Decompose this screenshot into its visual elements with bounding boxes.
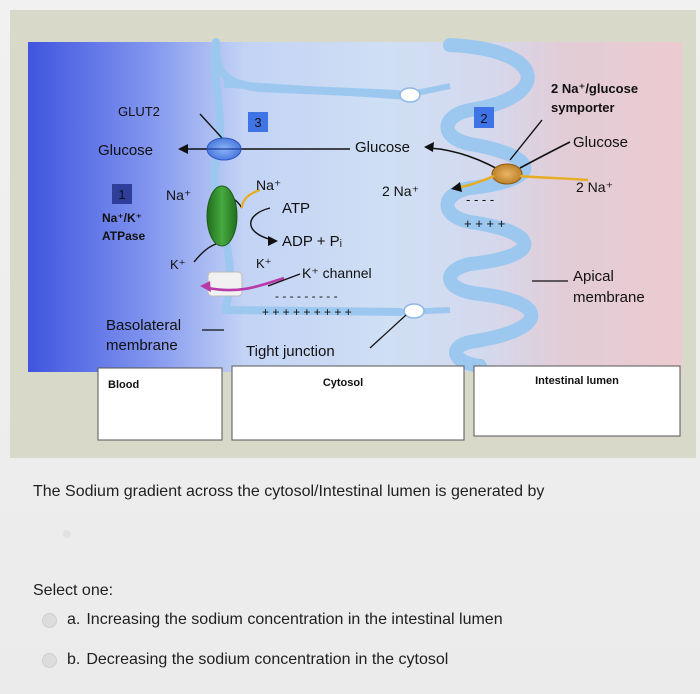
nak-atpase-pump xyxy=(206,185,238,247)
apical-membrane xyxy=(440,38,539,373)
epithelial-transport-diagram: 3 2 1 GLUT2 Glucose Glucose Glucose 2 Na… xyxy=(28,38,682,441)
glucose-arrow-left-head xyxy=(178,144,188,154)
na-2-right-label: 2 Na⁺ xyxy=(576,179,613,195)
intestinal-lumen-label: Intestinal lumen xyxy=(535,375,619,387)
k-right-label: K⁺ xyxy=(256,256,272,271)
glut2-pointer xyxy=(199,113,223,139)
minus-signs-bottom: - - - - - - - - - xyxy=(275,289,338,303)
basolateral-label-line1: Basolateral xyxy=(106,317,181,334)
k-channel-arrow xyxy=(207,276,285,292)
k-channel xyxy=(207,271,243,297)
option-a[interactable]: a. Increasing the sodium concentration i… xyxy=(42,611,503,629)
intestinal-lumen-box xyxy=(473,365,681,437)
option-b-text: Decreasing the sodium concentration in t… xyxy=(86,651,449,668)
option-a-letter: a. xyxy=(67,611,81,628)
label-box-2-text: 2 xyxy=(480,111,487,126)
nak-atpase-label-line1: Na⁺/K⁺ xyxy=(102,211,142,225)
label-box-3 xyxy=(248,112,268,132)
option-b-radio[interactable] xyxy=(42,652,57,668)
tight-junction-pointer xyxy=(369,314,407,349)
k-channel-pointer xyxy=(267,273,301,287)
atp-arrow xyxy=(250,207,273,241)
atp-label: ATP xyxy=(282,200,310,217)
cytosol-box xyxy=(231,365,465,441)
nak-atpase-label-line2: ATPase xyxy=(102,229,145,243)
select-prompt: Select one: xyxy=(33,582,114,599)
plus-signs-bottom: + + + + + + + + + xyxy=(262,305,352,319)
cell-background xyxy=(28,42,682,372)
option-a-radio[interactable] xyxy=(42,612,57,628)
k-channel-label: K⁺ channel xyxy=(302,265,372,281)
apical-membrane-label-line1: Apical xyxy=(573,268,614,285)
label-box-3-text: 3 xyxy=(254,115,261,130)
blood-box xyxy=(97,367,223,441)
glucose-mid-label: Glucose xyxy=(355,139,410,156)
question-text: The Sodium gradient across the cytosol/I… xyxy=(33,483,545,500)
label-box-2 xyxy=(474,107,494,128)
decorative-dot xyxy=(63,530,71,538)
k-left-label: K⁺ xyxy=(170,257,186,272)
tight-junction-label: Tight junction xyxy=(246,343,335,360)
cytosol-label: Cytosol xyxy=(323,377,363,389)
option-b-letter: b. xyxy=(67,651,81,668)
symporter-transporter xyxy=(491,163,523,185)
glucose-left-label: Glucose xyxy=(98,142,153,159)
glucose-right-label: Glucose xyxy=(573,134,628,151)
glucose-arrow-right xyxy=(519,141,571,169)
symporter-label-line1: 2 Na⁺/glucose xyxy=(551,81,638,96)
minus-signs-right: - - - - xyxy=(466,192,494,207)
option-a-text: Increasing the sodium concentration in t… xyxy=(86,611,503,628)
basolateral-label-line2: membrane xyxy=(106,337,178,354)
label-box-1-text: 1 xyxy=(118,187,125,202)
glucose-arrow-mid-head xyxy=(424,142,434,152)
option-b[interactable]: b. Decreasing the sodium concentration i… xyxy=(42,651,448,669)
figure-frame: 3 2 1 GLUT2 Glucose Glucose Glucose 2 Na… xyxy=(10,10,696,458)
top-membrane xyxy=(223,80,403,100)
label-box-1 xyxy=(112,184,132,204)
na-arrow-right-yellow xyxy=(519,174,589,182)
blood-label: Blood xyxy=(108,379,139,391)
glut2-label: GLUT2 xyxy=(118,104,160,119)
na-pump-label: Na⁺ xyxy=(256,177,281,193)
tight-junction-top xyxy=(399,87,421,103)
plus-signs-right: + + + + xyxy=(464,216,505,231)
tight-junction-bottom xyxy=(403,303,425,319)
na-left-label: Na⁺ xyxy=(166,187,191,203)
k-pump-arrow xyxy=(193,243,217,263)
symporter-pointer xyxy=(509,119,543,161)
bottom-membrane xyxy=(224,306,403,316)
symporter-label-line2: symporter xyxy=(551,100,615,115)
na-2-mid-label: 2 Na⁺ xyxy=(382,183,419,199)
adp-label: ADP + Pᵢ xyxy=(282,233,342,250)
apical-membrane-label-line2: membrane xyxy=(573,289,645,306)
